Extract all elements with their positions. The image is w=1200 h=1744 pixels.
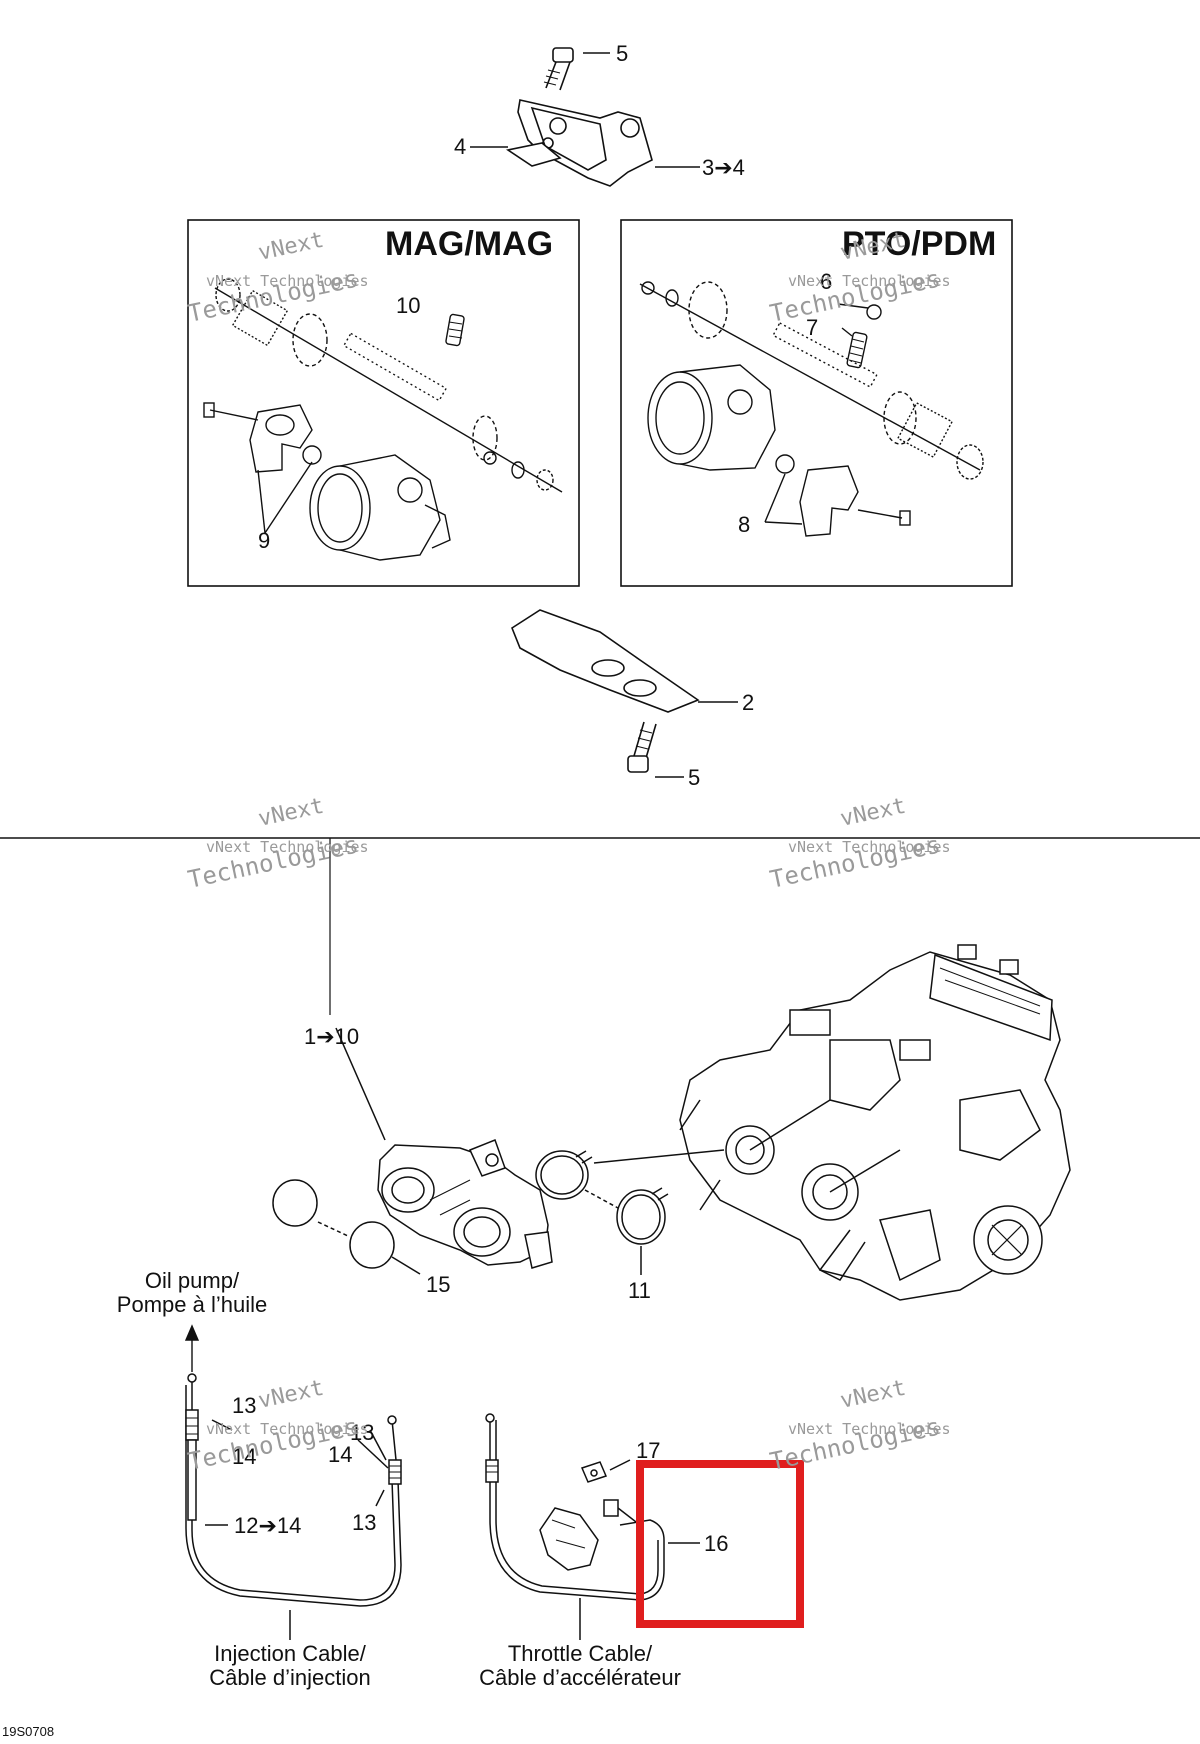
pto-box-title: PTO/PDM bbox=[842, 225, 996, 263]
label-pto-tps: 8 bbox=[738, 512, 750, 537]
caption-throttle-en: Throttle Cable/ bbox=[508, 1641, 653, 1666]
caption-oil-pump-fr: Pompe à l’huile bbox=[117, 1292, 267, 1317]
label-lower-bracket: 2 bbox=[742, 690, 754, 715]
svg-text:vNext Technologies: vNext Technologies bbox=[788, 838, 951, 856]
svg-text:vNext Technologies: vNext Technologies bbox=[788, 1420, 951, 1438]
label-pto-spring: 7 bbox=[806, 315, 818, 340]
mag-shaft-assembly bbox=[203, 278, 563, 561]
svg-text:vNext: vNext bbox=[256, 794, 326, 832]
figure-code: 19S0708 bbox=[2, 1724, 54, 1739]
svg-text:vNext: vNext bbox=[838, 794, 908, 832]
svg-text:vNext Technologies: vNext Technologies bbox=[206, 838, 369, 856]
caption-injection-fr: Câble d’injection bbox=[209, 1665, 370, 1690]
caption-oil-pump-en: Oil pump/ bbox=[145, 1268, 240, 1293]
label-thr-16: 16 bbox=[704, 1531, 728, 1556]
label-pto-sensor: 6 bbox=[820, 269, 832, 294]
injection-cable-drawing bbox=[185, 1373, 402, 1640]
svg-text:vNext: vNext bbox=[256, 1376, 326, 1414]
throttle-cable-drawing bbox=[485, 1413, 700, 1640]
label-mag-tps: 9 bbox=[258, 528, 270, 553]
watermark: vNext vNext Technologies Technologies bbox=[185, 794, 368, 894]
mag-box-title: MAG/MAG bbox=[385, 225, 553, 263]
leader-cap bbox=[391, 1256, 421, 1275]
svg-text:vNext: vNext bbox=[838, 1376, 908, 1414]
caption-injection-en: Injection Cable/ bbox=[214, 1641, 367, 1666]
label-inj-14b: 14 bbox=[328, 1442, 352, 1467]
svg-text:vNext: vNext bbox=[256, 228, 326, 266]
label-mag-sensor: 10 bbox=[396, 293, 420, 318]
label-inj-13a: 13 bbox=[232, 1393, 256, 1418]
watermark-group: vNext vNext Technologies Technologies vN… bbox=[185, 228, 950, 1476]
mag-detail-box bbox=[187, 219, 580, 587]
watermark: vNext vNext Technologies Technologies bbox=[767, 1376, 950, 1476]
label-throttle-body: 1➔10 bbox=[304, 1024, 359, 1049]
label-top-screw: 5 bbox=[616, 41, 628, 66]
clamp-drawing bbox=[535, 1149, 725, 1275]
svg-text:vNext Technologies: vNext Technologies bbox=[206, 272, 369, 290]
throttle-body-drawing bbox=[335, 1027, 553, 1269]
label-inj-14a: 14 bbox=[232, 1444, 256, 1469]
label-lower-screw: 5 bbox=[688, 765, 700, 790]
label-inj-range: 12➔14 bbox=[234, 1513, 301, 1538]
lower-bracket-group bbox=[511, 609, 738, 778]
leader-throttle-body bbox=[335, 1027, 386, 1141]
label-bracket-ref: 4 bbox=[454, 134, 466, 159]
top-screw-drawing bbox=[543, 47, 574, 91]
watermark: vNext vNext Technologies Technologies bbox=[185, 228, 368, 328]
svg-text:vNext Technologies: vNext Technologies bbox=[206, 1420, 369, 1438]
top-bracket-group bbox=[470, 47, 700, 187]
pto-shaft-assembly bbox=[639, 281, 984, 537]
label-inj-13c: 13 bbox=[352, 1510, 376, 1535]
highlight-box bbox=[636, 1460, 804, 1628]
label-cap: 15 bbox=[426, 1272, 450, 1297]
label-bracket-range: 3➔4 bbox=[702, 155, 745, 180]
pto-detail-box bbox=[620, 219, 1013, 587]
caption-throttle-fr: Câble d’accélérateur bbox=[479, 1665, 681, 1690]
label-clamp: 11 bbox=[628, 1278, 651, 1303]
cap-drawing bbox=[272, 1179, 421, 1275]
oil-pump-arrow bbox=[184, 1324, 200, 1372]
watermark: vNext vNext Technologies Technologies bbox=[767, 794, 950, 894]
label-inj-13b: 13 bbox=[350, 1420, 374, 1445]
label-thr-17: 17 bbox=[636, 1438, 660, 1463]
engine-drawing bbox=[679, 944, 1071, 1301]
svg-text:vNext Technologies: vNext Technologies bbox=[788, 272, 951, 290]
